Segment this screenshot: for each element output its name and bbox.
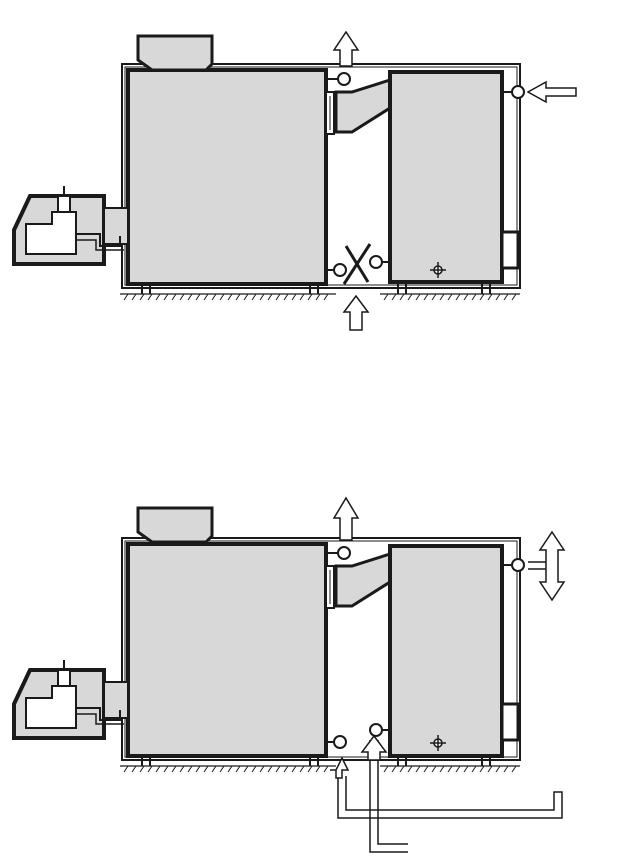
- flow-pipe-connector: [337, 72, 351, 86]
- control-box: [136, 506, 214, 544]
- return-pipe-connector-tank: [369, 723, 383, 737]
- flow-pipe-connector: [337, 546, 351, 560]
- diagram-top: [12, 30, 577, 331]
- return-pipe-connector-boiler: [333, 263, 347, 277]
- flue-connector: [334, 551, 392, 608]
- storage-tank: [388, 70, 504, 284]
- bidirectional-arrow: [528, 530, 566, 602]
- installation-frame: [121, 63, 521, 289]
- closed-valve-mark: [342, 243, 372, 285]
- boiler-body: [126, 68, 328, 286]
- flue-outlet-arrow: [332, 496, 360, 541]
- return-pipe-connector-boiler: [333, 735, 347, 749]
- boiler-body: [126, 542, 328, 758]
- feet: [141, 282, 491, 294]
- burner-nozzle: [57, 669, 71, 687]
- diagram-bottom: [12, 496, 566, 853]
- return-pipe-connector-tank: [369, 255, 383, 269]
- tank-return-arrow: [360, 734, 388, 761]
- flue-connector: [334, 77, 392, 134]
- combustion-air-inlet-arrow: [342, 294, 370, 331]
- floor-hatching: [120, 765, 520, 773]
- installation-frame: [121, 537, 521, 761]
- floor-hatching: [120, 293, 520, 301]
- control-box: [136, 34, 214, 72]
- burner-nozzle: [57, 195, 71, 213]
- cold-water-inlet-connector: [511, 85, 525, 99]
- cold-water-inlet-arrow: [526, 80, 577, 104]
- storage-tank: [388, 544, 504, 758]
- flue-outlet-arrow: [332, 30, 360, 67]
- return-pipe-loop: [330, 734, 563, 853]
- feet: [141, 756, 491, 766]
- water-connector: [511, 558, 525, 572]
